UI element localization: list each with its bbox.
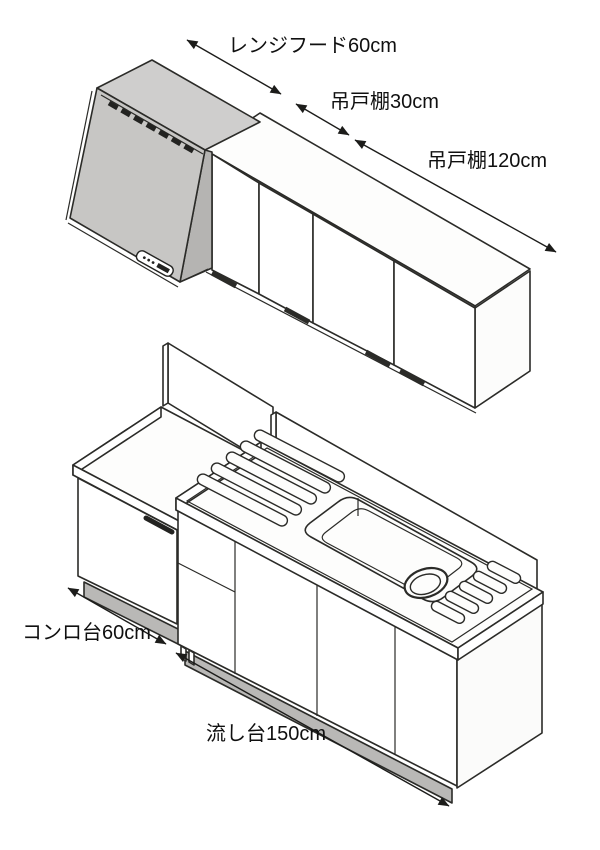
wall-cabinet-bottom-line bbox=[205, 271, 477, 414]
sink-basin-inner bbox=[321, 508, 463, 593]
drainboard-ribs bbox=[196, 429, 346, 527]
dimension-arrow-range-hood bbox=[186, 39, 282, 95]
range-hood-underside-line bbox=[179, 268, 209, 283]
stove-door bbox=[77, 477, 178, 625]
sink-counter-right-edge bbox=[457, 591, 544, 661]
label-wall-cabinet-120: 吊戸棚120cm bbox=[427, 150, 548, 172]
label-wall-cabinet-30: 吊戸棚30cm bbox=[330, 91, 439, 113]
stove-backsplash-edge bbox=[162, 342, 169, 407]
label-range-hood: レンジフード60cm bbox=[228, 35, 397, 57]
drain-icon bbox=[403, 566, 449, 600]
dimension-arrow-wall-cabinet-30 bbox=[295, 103, 350, 136]
stove-door-handle bbox=[143, 515, 175, 535]
range-hood-left-rim bbox=[65, 90, 93, 221]
dimension-arrow-stove-stand bbox=[67, 587, 167, 645]
range-hood-vent-slots-icon bbox=[107, 100, 195, 154]
right-drain-slots bbox=[430, 560, 522, 624]
label-stove-stand: コンロ台60cm bbox=[22, 622, 151, 644]
dimension-arrow-sink-unit bbox=[175, 652, 450, 807]
wall-cabinet-door-handles bbox=[210, 270, 426, 387]
sink-drawer-division bbox=[177, 562, 236, 593]
range-hood bbox=[65, 59, 261, 288]
dimension-arrow-wall-cabinet-120 bbox=[354, 139, 557, 253]
wall-cabinet-120-door-3 bbox=[393, 260, 476, 409]
dimension-arrows bbox=[67, 39, 557, 807]
range-hood-control-panel bbox=[135, 250, 174, 277]
range-hood-bottom-rim bbox=[67, 222, 179, 288]
label-sink-unit: 流し台150cm bbox=[206, 723, 327, 745]
